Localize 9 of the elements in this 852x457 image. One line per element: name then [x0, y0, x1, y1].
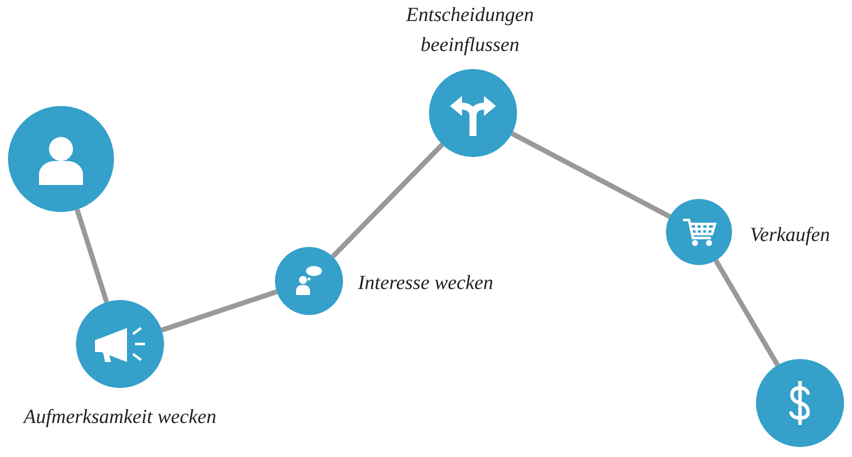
- step-label: Interesse wecken: [358, 271, 494, 296]
- step-label: Aufmerksamkeit wecken: [22, 405, 218, 430]
- connector-line: [160, 289, 278, 332]
- connector-line: [510, 131, 671, 219]
- step-label: Verkaufen: [750, 223, 831, 248]
- step-label: Entscheidungen beeinflussen: [405, 3, 535, 58]
- connector-line: [330, 142, 444, 258]
- connector-line: [714, 259, 780, 366]
- connector-line: [74, 208, 110, 303]
